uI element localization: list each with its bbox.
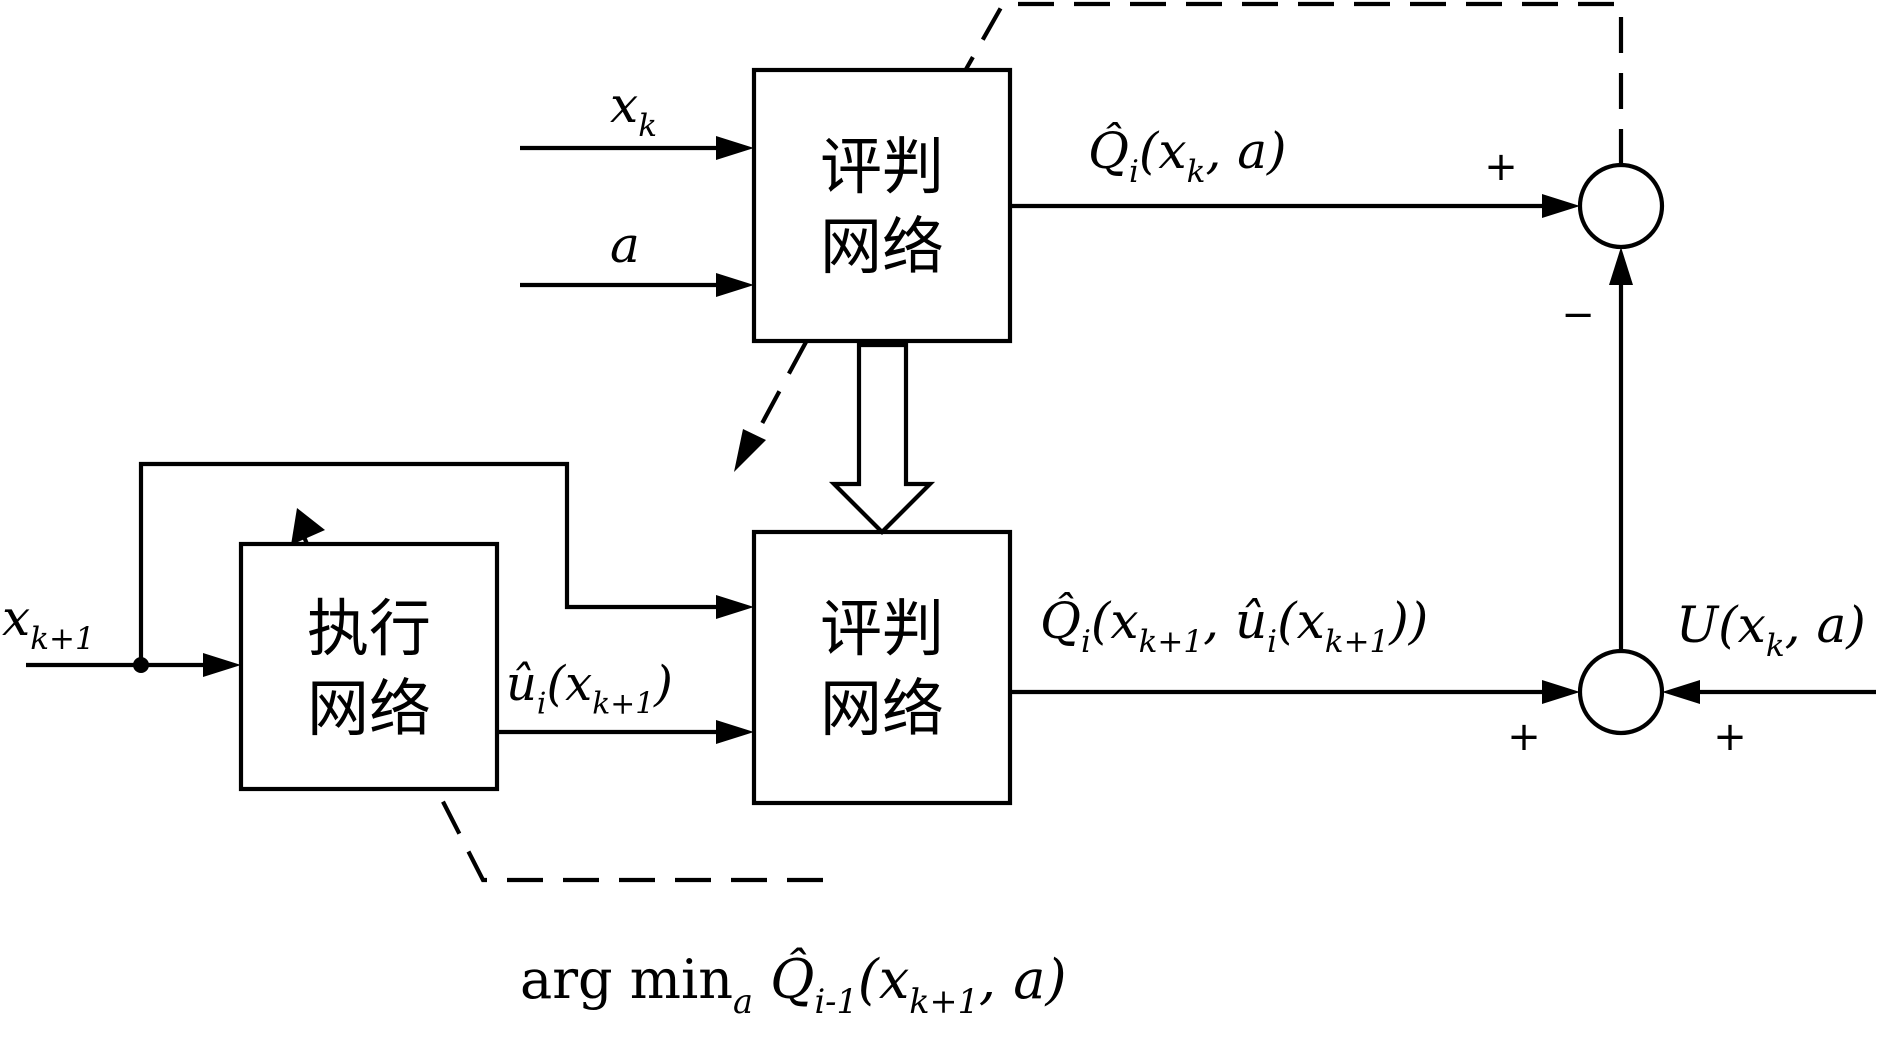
bottom-sum-right-plus-sign: +: [1713, 714, 1747, 760]
label-utility: U(xk, a): [1676, 596, 1866, 664]
input-xk1-arrow: [26, 653, 241, 677]
input-a-arrow: [520, 273, 754, 297]
top-sum-plus-sign: +: [1484, 144, 1518, 190]
actor-label-line2: 网络: [307, 672, 431, 745]
label-target: arg mina Q̂i-1(xk+1, a): [520, 947, 1067, 1021]
critic-network-bottom: 评判 网络: [751, 529, 1013, 806]
label-q-top: Q̂i(xk, a): [1088, 121, 1287, 190]
critic-top-label-line1: 评判: [820, 130, 944, 203]
bottom-summing-junction: [1577, 648, 1665, 736]
actor-tuning-dashed: [291, 508, 823, 883]
actor-network: 执行 网络: [238, 541, 500, 792]
actor-label-line1: 执行: [307, 592, 431, 665]
sum-to-sum-arrow: [1609, 247, 1633, 651]
critic-bottom-label-line1: 评判: [820, 592, 944, 665]
label-input-xk1: xk+1: [2, 589, 95, 657]
label-input-xk: xk: [610, 76, 657, 144]
weight-transfer-arrow: [828, 342, 936, 535]
critic-to-critic-dashed: [734, 341, 808, 472]
xk1-branch-to-critic: [138, 461, 754, 665]
label-input-a: a: [610, 216, 640, 274]
label-q-bottom: Q̂i(xk+1, ûi(xk+1)): [1040, 591, 1428, 660]
utility-input-arrow: [1662, 680, 1876, 704]
input-xk-arrow: [520, 136, 754, 160]
critic-network-top: 评判 网络: [751, 67, 1013, 344]
label-actor-out: ûi(xk+1): [506, 656, 673, 721]
critic-tuning-dashed: [963, 1, 1624, 165]
q-bottom-arrow: [1010, 680, 1580, 704]
q-top-arrow: [1010, 194, 1580, 218]
top-summing-junction: [1577, 162, 1665, 250]
top-sum-minus-sign: −: [1561, 292, 1595, 338]
bottom-sum-left-plus-sign: +: [1507, 714, 1541, 760]
critic-top-label-line2: 网络: [820, 210, 944, 283]
critic-bottom-label-line2: 网络: [820, 672, 944, 745]
actor-output-arrow: [497, 720, 754, 744]
math-labels: xk a xk+1 Q̂i(xk, a) Q̂i(xk+1, ûi(xk+1)) ûi(x…: [2, 76, 1866, 1021]
